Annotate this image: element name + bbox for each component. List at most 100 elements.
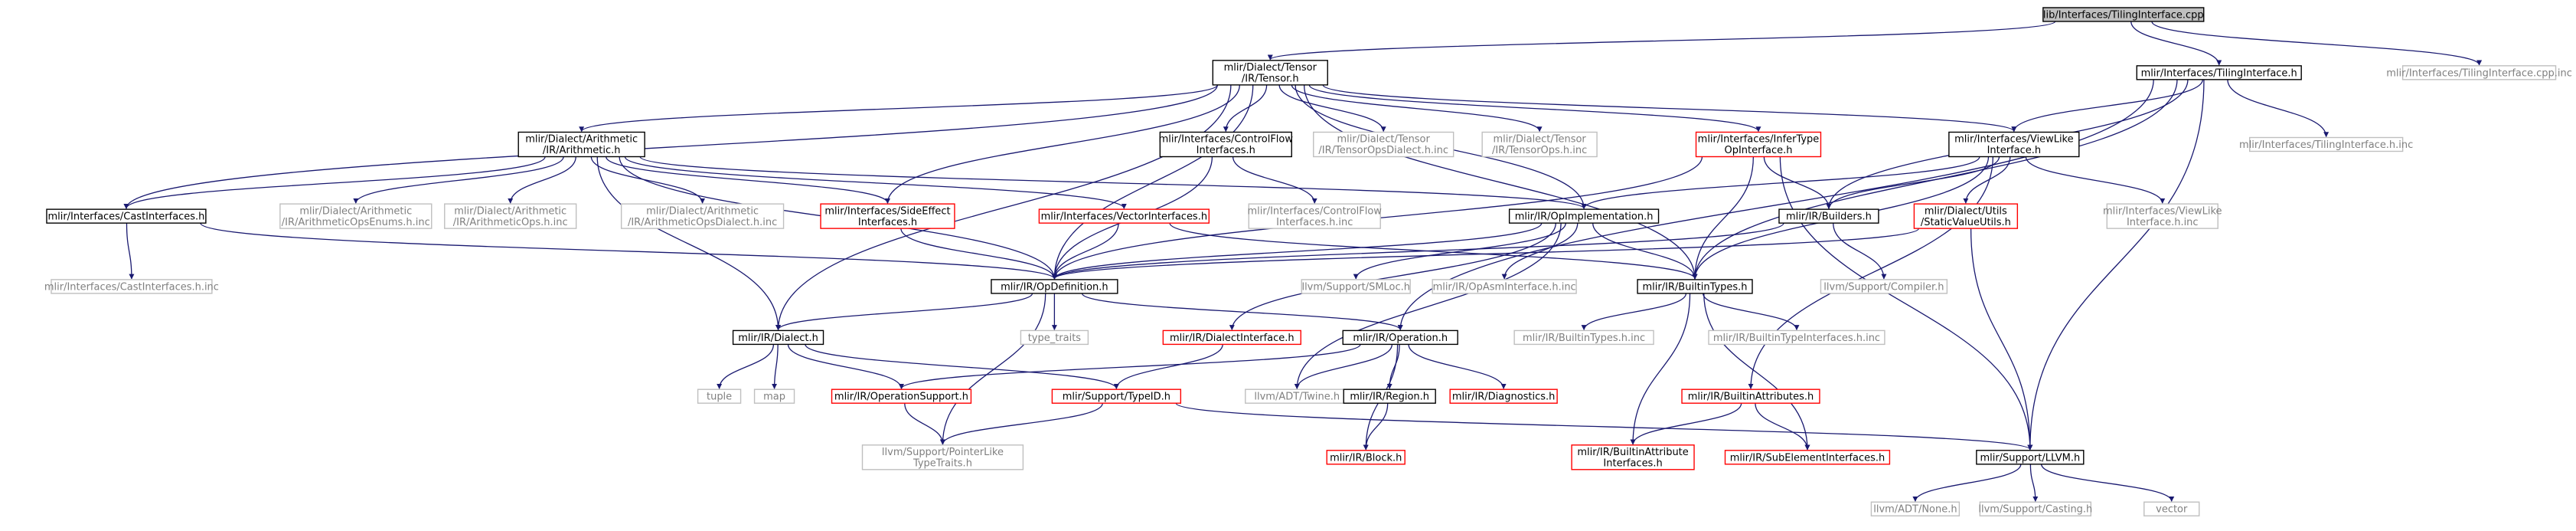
node-label: lib/Interfaces/TilingInterface.cpp [2043,9,2204,21]
node-label: TypeTraits.h [913,458,972,470]
edge-opimpl-opdef [1052,222,1543,280]
edge-dialect-opsupport [787,344,904,389]
node-label: mlir/Interfaces/TilingInterface.cpp.inc [2386,67,2572,79]
edge-tensor-tensor_ops_inc [1291,84,1543,133]
node-label: OpInterface.h [1725,145,1793,156]
node-box [1513,329,1654,346]
node-builtintypeif_inc: mlir/IR/BuiltinTypeInterfaces.h.inc [1708,329,1885,346]
edge-opimpl-builtintypes [1592,223,1698,280]
node-staticvalue[interactable]: mlir/Dialect/Utils/StaticValueUtils.h [1913,203,2019,229]
node-box [46,208,207,224]
edge-tensor-sideeffect [885,84,1240,204]
node-box [1508,208,1660,224]
node-label: Interfaces.h.inc [1276,217,1353,228]
node-builtinattrs[interactable]: mlir/IR/BuiltinAttributes.h [1681,388,1820,404]
node-builtintypes[interactable]: mlir/IR/BuiltinTypes.h [1637,279,1753,294]
node-box [1870,501,1961,516]
node-label: mlir/Dialect/Arithmetic [299,205,412,217]
node-box [1159,131,1292,158]
node-region[interactable]: mlir/IR/Region.h [1343,388,1436,404]
node-label: mlir/IR/BuiltinAttribute [1577,447,1688,458]
node-root[interactable]: lib/Interfaces/TilingInterface.cpp [2042,7,2205,22]
edge-tensor-arith [579,84,1218,133]
node-opimpl[interactable]: mlir/IR/OpImplementation.h [1508,208,1660,224]
node-operation[interactable]: mlir/IR/Operation.h [1342,329,1458,346]
edge-viewlike-opimpl [1581,156,1980,209]
edge-dialect-tuple [717,344,775,389]
edge-operation-twine [1294,344,1393,389]
edge-builtinattrs-subelement [1755,403,1810,451]
node-box [1313,131,1455,158]
edge-arith-opimpl [639,156,1587,209]
node-label: llvm/Support/SMLoc.h [1301,281,1410,293]
node-block[interactable]: mlir/IR/Block.h [1326,450,1406,465]
edge-arith-castif [123,156,546,209]
node-tensor[interactable]: mlir/Dialect/Tensor/IR/Tensor.h [1212,60,1328,86]
node-builders[interactable]: mlir/IR/Builders.h [1778,208,1879,224]
node-typeid[interactable]: mlir/Support/TypeID.h [1051,388,1182,404]
node-label: mlir/Support/TypeID.h [1063,392,1170,403]
node-box [1212,60,1328,86]
node-label: llvm/Support/Casting.h [1978,504,2092,516]
node-box [1976,450,2085,465]
node-vector: vector [2143,501,2200,516]
edge-builtinattrs-builtinattrif [1630,403,1742,445]
node-dialectif[interactable]: mlir/IR/DialectInterface.h [1162,329,1301,346]
edge-root-tensor [1268,21,2056,61]
node-label: vector [2156,504,2188,516]
node-tuple: tuple [697,388,742,404]
node-opsupport[interactable]: mlir/IR/OperationSupport.h [831,388,972,404]
node-dialect[interactable]: mlir/IR/Dialect.h [732,329,824,346]
node-label: mlir/Dialect/Arithmetic [646,205,759,217]
edge-opsupport-pointerlike [904,403,945,445]
node-tiling_h[interactable]: mlir/Interfaces/TilingInterface.h [2136,65,2302,80]
node-label: mlir/Interfaces/ControlFlow [1159,134,1294,146]
node-label: /IR/ArithmeticOpsDialect.h.inc [628,217,777,228]
edge-staticvalue-opdef [1052,228,1920,280]
node-diagnostics[interactable]: mlir/IR/Diagnostics.h [1449,388,1558,404]
node-label: /IR/ArithmeticOps.h.inc [453,217,568,228]
edge-builtintypes-subelement [1703,293,1810,451]
node-label: /StaticValueUtils.h [1921,217,2011,228]
node-vectorif[interactable]: mlir/Interfaces/VectorInterfaces.h [1038,208,1210,224]
edge-builtintypes-builtinattrif [1630,293,1691,445]
edge-opimpl-dialectif [1229,223,1556,331]
node-label: mlir/Interfaces/CastInterfaces.h [47,211,204,223]
node-arith_dialect_inc: mlir/Dialect/Arithmetic/IR/ArithmeticOps… [620,203,785,229]
edge-sideeffect-opdef [900,228,1057,280]
node-label: /IR/TensorOps.h.inc [1492,145,1587,156]
node-box [1637,279,1753,294]
node-arith[interactable]: mlir/Dialect/Arithmetic/IR/Arithmetic.h [517,131,645,158]
node-tiling_h_inc: mlir/Interfaces/TilingInterface.h.inc [2239,136,2413,152]
node-opdef[interactable]: mlir/IR/OpDefinition.h [991,279,1118,294]
node-box [991,279,1118,294]
edge-region-block [1363,403,1389,451]
edge-viewlike-staticvalue [1963,156,2011,204]
node-box [2106,203,2218,229]
node-castif[interactable]: mlir/Interfaces/CastInterfaces.h [46,208,207,224]
edge-vectorif-builtintypes [1169,222,1698,280]
edge-opimpl-smloc [1353,223,1566,280]
node-box [831,388,972,404]
edge-viewlike-builders [1826,156,2000,209]
node-box [2136,65,2302,80]
node-box [1449,388,1558,404]
edge-dialectif-typeid [1113,344,1223,389]
node-label: /IR/Arithmetic.h [543,145,621,156]
edge-operation-diagnostics [1408,344,1507,389]
edge-castif-opdef [200,222,1057,280]
node-label: mlir/Interfaces/ViewLike [2103,205,2222,217]
edge-operation-opsupport [899,343,1361,389]
node-type_traits: type_traits [1020,329,1089,346]
node-llvm_h[interactable]: mlir/Support/LLVM.h [1976,450,2085,465]
node-label: llvm/Support/Compiler.h [1823,281,1944,293]
node-label: mlir/IR/OpAsmInterface.h.inc [1433,281,1576,293]
node-arith_enums_inc: mlir/Dialect/Arithmetic/IR/ArithmeticOps… [279,203,433,229]
node-subelement[interactable]: mlir/IR/SubElementInterfaces.h [1724,450,1891,465]
